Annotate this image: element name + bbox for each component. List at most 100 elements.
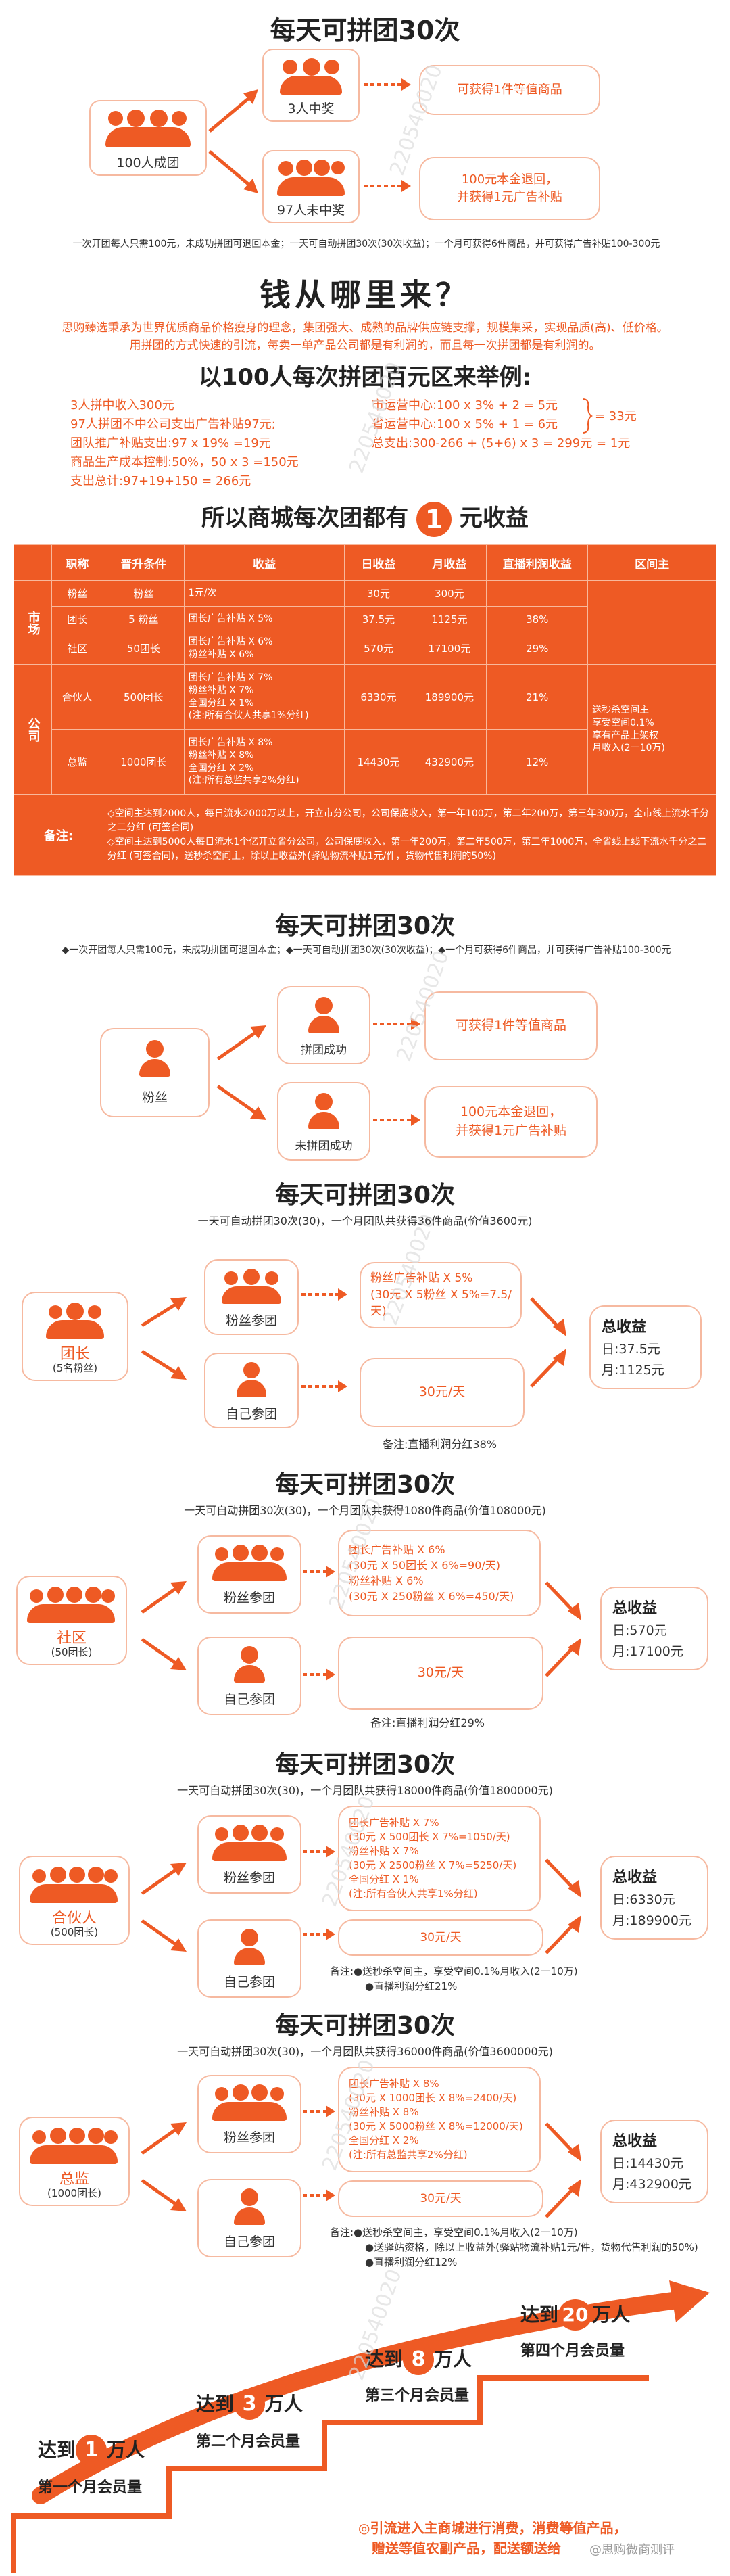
total-title: 总收益 xyxy=(612,1869,658,1886)
growth-footer-line2: 赠送等值农副产品，配送额送给 xyxy=(372,2540,561,2556)
split-arrows-icon xyxy=(208,89,258,193)
section2-paragraph1: 思购臻选秉承为世界优质商品价格瘦身的理念，集团强大、成熟的品牌供应链支撑，规模集… xyxy=(62,321,668,335)
role-table: 职称 晋升条件 收益 日收益 月收益 直播利润收益 区间主 市场 粉丝 粉丝 1… xyxy=(14,544,717,876)
table-header: 区间主 xyxy=(587,544,716,581)
community-total-box: 总收益 日:570元 月:17100元 xyxy=(600,1587,708,1670)
winners-result-box: 可获得1件等值商品 xyxy=(419,65,600,115)
director-result-arrows-icon xyxy=(303,2105,335,2201)
step-1-number: 1 xyxy=(76,2435,107,2466)
leader-fans-box: 粉丝广告补贴 X 5% (30元 X 5粉丝 X 5%=7.5/天) xyxy=(360,1262,522,1328)
losers-node: 97人未中奖 xyxy=(262,150,360,223)
community-fans-box: 团长广告补贴 X 6% (30元 X 50团长 X 6%=90/天) 粉丝补贴 … xyxy=(338,1530,541,1616)
daily-cell: 14430元 xyxy=(344,729,413,795)
director-self-label: 自己参团 xyxy=(223,2234,275,2249)
section2-title: 钱从哪里来？ xyxy=(260,277,470,313)
partner-fans-label: 粉丝参团 xyxy=(223,1871,275,1886)
section4-footnote: ◆一次开团每人只需100元，未成功拼团可退回本金；◆一天可自动拼团30次(30次… xyxy=(62,945,671,956)
center-line: 省运营中心:100 x 5% + 1 = 6元 xyxy=(372,417,558,431)
table-header: 直播利润收益 xyxy=(486,544,589,581)
partner-self-node: 自己参团 xyxy=(197,1919,301,1998)
cond-cell: 500团长 xyxy=(102,664,185,730)
section8-sub: 一天可自动拼团30次(30)，一个月团队共获得36000件商品(价值360000… xyxy=(177,2045,553,2058)
director-node: 总监 (1000团长) xyxy=(19,2117,130,2206)
role-cell: 团长 xyxy=(51,606,103,632)
fan-node: 粉丝 xyxy=(100,1028,210,1117)
section2-paragraph2: 用拼团的方式快速的引流，每卖一单产品公司都是有利润的，而且每一次拼团都是有利润的… xyxy=(129,339,601,352)
community-split-arrows-icon xyxy=(141,1581,187,1670)
income-cell: 1元/次 xyxy=(183,580,345,607)
brace-result: = 33元 xyxy=(595,409,637,423)
fan-label: 粉丝 xyxy=(141,1090,168,1105)
monthly-cell: 1125元 xyxy=(412,606,487,632)
community-fans-icon xyxy=(212,1545,287,1581)
leader-self-node: 自己参团 xyxy=(204,1353,299,1428)
role-cell: 总监 xyxy=(51,729,103,795)
partner-result-arrows-icon xyxy=(303,1846,335,1940)
director-sub: (1000团长) xyxy=(47,2187,101,2199)
group-market: 市场 xyxy=(14,580,52,665)
total-title: 总收益 xyxy=(612,1600,658,1617)
section4-title: 每天可拼团30次 xyxy=(274,912,456,940)
monthly-cell: 189900元 xyxy=(412,664,487,730)
table-row: 市场 粉丝 粉丝 1元/次 30元 300元 xyxy=(14,580,716,665)
director-note2: ●送驿站资格，除以上收益外(驿站物流补贴1元/件，货物代售利润的50%) xyxy=(365,2241,698,2253)
leader-result-arrows-icon xyxy=(301,1288,347,1392)
step-2-sub: 第二个月会员量 xyxy=(196,2433,301,2450)
section5-title: 每天可拼团30次 xyxy=(274,1181,456,1209)
zone-cell-empty xyxy=(587,580,716,665)
step-4-number: 20 xyxy=(558,2299,593,2331)
step-3-sub: 第三个月会员量 xyxy=(365,2387,470,2404)
monthly-cell: 17100元 xyxy=(412,632,487,665)
step-1-sub: 第一个月会员量 xyxy=(38,2479,143,2496)
director-self-box: 30元/天 xyxy=(338,2180,543,2217)
partner-total-arrows-icon xyxy=(545,1858,581,1954)
community-total-arrows-icon xyxy=(545,1581,581,1677)
table-header: 收益 xyxy=(183,544,345,581)
partner-fans-node: 粉丝参团 xyxy=(197,1815,301,1894)
partner-node: 合伙人 (500团长) xyxy=(19,1856,130,1945)
leader-self-box: 30元/天 xyxy=(360,1358,525,1427)
cond-cell: 粉丝 xyxy=(102,580,185,607)
income-cell: 团长广告补贴 X 5% xyxy=(183,606,345,632)
monthly-cell: 300元 xyxy=(412,580,487,607)
result-arrows-icon xyxy=(364,78,411,192)
table-row: 总监 1000团长 团长广告补贴 X 8% 粉丝补贴 X 8% 全国分红 X 2… xyxy=(14,729,716,795)
live-cell xyxy=(486,580,589,607)
step-3-number: 8 xyxy=(403,2344,435,2375)
weibo-watermark: @思购微商测评 xyxy=(589,2543,675,2557)
group-people-icon xyxy=(105,110,191,147)
remark-line: ◇空间主达到5000人每日流水1个亿开立省分公司，公司保底收入，第一年200万，… xyxy=(107,836,707,862)
daily-cell: 37.5元 xyxy=(344,606,413,632)
partner-split-arrows-icon xyxy=(141,1863,187,1952)
fan-result-arrows-icon xyxy=(373,1018,420,1126)
income-line: 团队推广补贴支出:97 x 19% =19元 xyxy=(70,436,271,450)
winners-node: 3人中奖 xyxy=(262,49,360,122)
growth-footer-line1: ◎引流进入主商城进行消费，消费等值产品， xyxy=(358,2520,627,2536)
total-title: 总收益 xyxy=(602,1319,647,1336)
director-people-icon xyxy=(30,2128,118,2164)
role-cell: 社区 xyxy=(51,632,103,665)
table-header: 职称 xyxy=(51,544,103,581)
director-fans-box: 团长广告补贴 X 8% (30元 X 1000团长 X 8%=2400/天) 粉… xyxy=(338,2067,541,2172)
table-header-row: 职称 晋升条件 收益 日收益 月收益 直播利润收益 区间主 xyxy=(14,544,716,581)
director-total-arrows-icon xyxy=(545,2122,581,2218)
leader-fans-label: 粉丝参团 xyxy=(225,1313,277,1328)
remark-line: ◇空间主达到2000人，每日流水2000万以上，开立市分公司，公司保底收入，第一… xyxy=(107,807,710,833)
total-month: 月:432900元 xyxy=(612,2177,691,2192)
director-fans-label: 粉丝参团 xyxy=(223,2130,275,2145)
losers-label: 97人未中奖 xyxy=(276,203,345,218)
community-note: 备注:直播利润分红29% xyxy=(370,1716,485,1729)
table-header: 月收益 xyxy=(412,544,487,581)
income-line: 3人拼中收入300元 xyxy=(70,398,174,413)
section7-sub: 一天可自动拼团30次(30)，一个月团队共获得18000件商品(价值180000… xyxy=(177,1784,553,1797)
fail-result-box: 100元本金退回， 并获得1元广告补贴 xyxy=(424,1086,598,1158)
director-self-icon xyxy=(234,2188,265,2225)
cond-cell: 5 粉丝 xyxy=(102,606,185,632)
income-list: 3人拼中收入300元 97人拼团不中公司支出广告补贴97元; 团队推广补贴支出:… xyxy=(70,396,299,491)
daily-cell: 30元 xyxy=(344,580,413,607)
center-list: 市运营中心:100 x 3% + 2 = 5元 省运营中心:100 x 5% +… xyxy=(372,396,630,453)
table-row: 公司 合伙人 500团长 团长广告补贴 X 7% 粉丝补贴 X 7% 全国分红 … xyxy=(14,664,716,795)
leader-self-icon xyxy=(237,1362,266,1397)
